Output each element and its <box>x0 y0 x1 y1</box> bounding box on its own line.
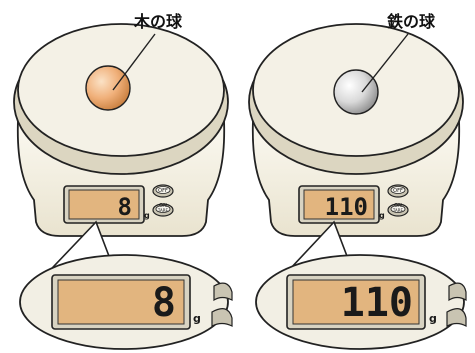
zoom-lcd-screen <box>292 279 420 325</box>
iron-ball <box>333 69 379 115</box>
zoom-lcd-screen <box>57 279 185 325</box>
lcd-screen <box>303 189 375 220</box>
zoom-lcd-reading: 8 <box>152 280 176 326</box>
off-button-label: OFF <box>158 188 168 194</box>
off-button[interactable]: OFF <box>152 184 174 198</box>
off-button-label: OFF <box>393 188 403 194</box>
zoom-lcd-unit: g <box>429 312 437 325</box>
label-leader <box>112 33 156 91</box>
scale-iron: 鉄の球 110 g OFF ON TARE 110 g <box>248 12 467 350</box>
zoom-off-button <box>448 282 467 302</box>
iron-ball-label: 鉄の球 <box>387 12 436 31</box>
on-button-label: ON <box>394 203 402 209</box>
on-tare-button[interactable]: ON TARE <box>387 203 409 217</box>
lcd-unit: g <box>379 211 385 220</box>
zoom-on-button <box>211 308 233 327</box>
lcd-reading: 110 <box>325 193 368 221</box>
zoom-lcd-reading: 110 <box>341 280 413 326</box>
on-tare-button[interactable]: ON TARE <box>152 203 174 217</box>
tare-button-label: TARE <box>392 208 404 213</box>
lcd-unit: g <box>144 211 150 220</box>
lcd-screen <box>68 189 140 220</box>
scale-wood: 木の球 8 g OFF ON TARE 8 g <box>13 12 233 350</box>
off-button[interactable]: OFF <box>387 184 409 198</box>
wood-ball <box>85 65 131 111</box>
zoom-on-button <box>446 308 467 328</box>
zoom-off-button <box>213 282 233 302</box>
zoom-lcd-unit: g <box>193 312 201 325</box>
on-button-label: ON <box>159 203 167 209</box>
wood-ball-label: 木の球 <box>133 12 183 31</box>
lcd-reading: 8 <box>118 193 132 221</box>
tare-button-label: TARE <box>157 208 169 213</box>
label-leader <box>361 33 409 93</box>
